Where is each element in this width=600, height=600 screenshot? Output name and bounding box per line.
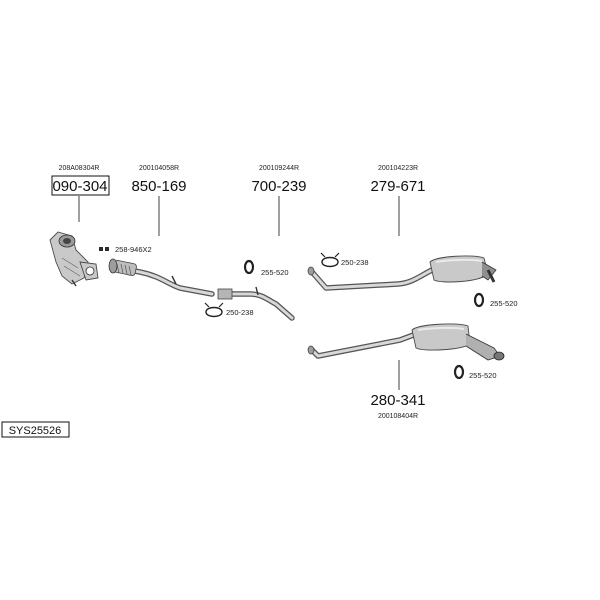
hanger-accessory[interactable]: 255-520	[453, 364, 497, 380]
system-code: SYS25526	[1, 421, 70, 438]
accessory-label: 250-238	[226, 308, 254, 317]
gasket-accessory[interactable]: 258-946X2	[99, 245, 152, 254]
accessory-label: 258-946X2	[115, 245, 152, 254]
accessory-label: 255-520	[490, 299, 518, 308]
part-number-label: 850-169	[131, 178, 186, 195]
hanger-accessory[interactable]: 255-520	[243, 259, 289, 277]
gasket-icon	[105, 247, 109, 251]
clamp-icon	[205, 306, 223, 318]
accessory-label: 255-520	[261, 268, 289, 277]
hanger-accessory[interactable]: 255-520	[473, 292, 518, 308]
system-code-box	[1, 421, 70, 438]
part-number-box	[51, 175, 110, 196]
part-number-label: 279-671	[370, 178, 425, 195]
part-number-label: 090-304	[52, 178, 107, 195]
part-ref-label: 200104223R	[378, 165, 418, 172]
part-ref-label: 200109244R	[259, 165, 299, 172]
rubber-hanger-icon	[453, 364, 465, 380]
gasket-icon	[99, 247, 103, 251]
rear-silencer-alt-drawing	[307, 323, 505, 361]
system-code-label: SYS25526	[9, 425, 62, 437]
front-pipe-drawing	[108, 258, 215, 297]
accessory-label: 250-238	[341, 258, 369, 267]
rubber-hanger-icon	[473, 292, 485, 308]
part-number-label: 280-341	[370, 392, 425, 409]
part-front-pipe[interactable]: 200104058R 850-169	[131, 165, 187, 236]
part-intermediate-pipe[interactable]: 200109244R 700-239	[251, 165, 307, 236]
clamp-accessory[interactable]: 250-238	[320, 252, 369, 268]
clamp-icon	[321, 256, 339, 268]
part-ref-label: 200104058R	[139, 165, 179, 172]
part-rear-silencer[interactable]: 200104223R 279-671	[370, 165, 426, 236]
part-ref-label: 208A08304R	[59, 165, 100, 172]
part-rear-silencer-alt[interactable]: 280-341 200108404R	[370, 360, 426, 420]
catalyst-drawing	[49, 231, 99, 287]
part-catalyst[interactable]: 208A08304R 090-304	[51, 165, 110, 222]
rear-silencer-drawing	[307, 255, 497, 291]
part-ref-label: 200108404R	[378, 413, 418, 420]
accessory-label: 255-520	[469, 371, 497, 380]
part-number-label: 700-239	[251, 178, 306, 195]
intermediate-pipe-drawing	[217, 286, 295, 321]
clamp-accessory[interactable]: 250-238	[204, 302, 254, 318]
rubber-hanger-icon	[243, 259, 255, 275]
